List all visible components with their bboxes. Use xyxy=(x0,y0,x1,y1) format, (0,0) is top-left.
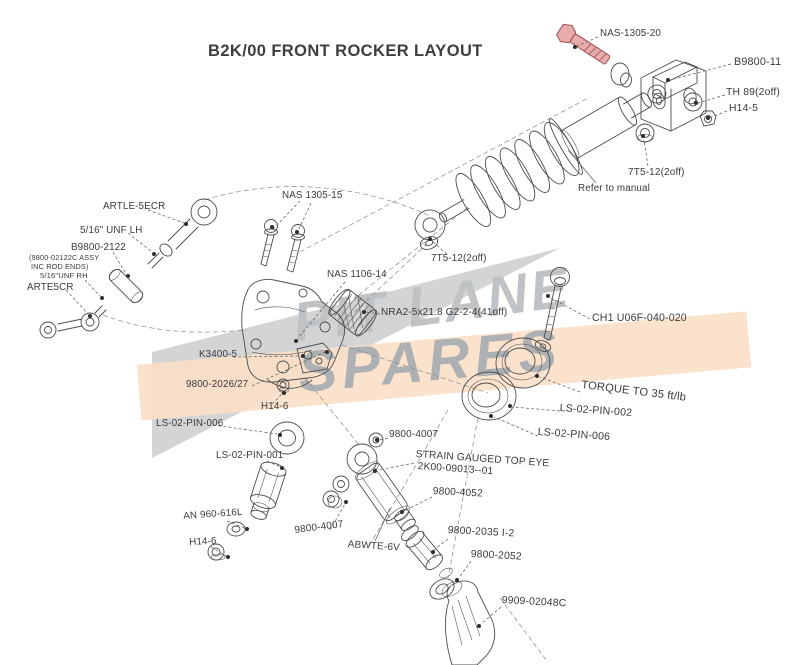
leader-dots xyxy=(88,45,710,628)
pushrod-linkage-drawing xyxy=(39,198,218,339)
watermark: PIT LANE SPARES xyxy=(136,248,752,458)
washer-7t5-12-center-drawing xyxy=(419,236,439,250)
clevis-bracket-drawing xyxy=(610,59,707,132)
needle-bearing-drawing xyxy=(328,288,378,337)
strain-eye-drawing xyxy=(322,432,416,532)
bolt-nas-1305-20-drawing xyxy=(556,23,611,65)
k3400-5-bracket-drawing xyxy=(296,342,333,374)
lower-damper-drawing xyxy=(401,525,496,665)
nut-7t5-12-right-drawing xyxy=(635,123,655,143)
ch1-bolt-drawing xyxy=(534,267,570,352)
bolts-nas-1305-15-drawing xyxy=(260,219,305,273)
shock-absorber-drawing xyxy=(414,84,667,241)
leader-lines xyxy=(65,36,732,625)
construction-lines xyxy=(102,96,591,662)
nut-h14-5-drawing xyxy=(699,110,717,127)
page-title: B2K/00 FRONT ROCKER LAYOUT xyxy=(208,42,483,60)
pin-column-drawing xyxy=(207,421,305,561)
washers-right-drawing xyxy=(461,337,551,421)
watermark-band xyxy=(136,311,752,421)
